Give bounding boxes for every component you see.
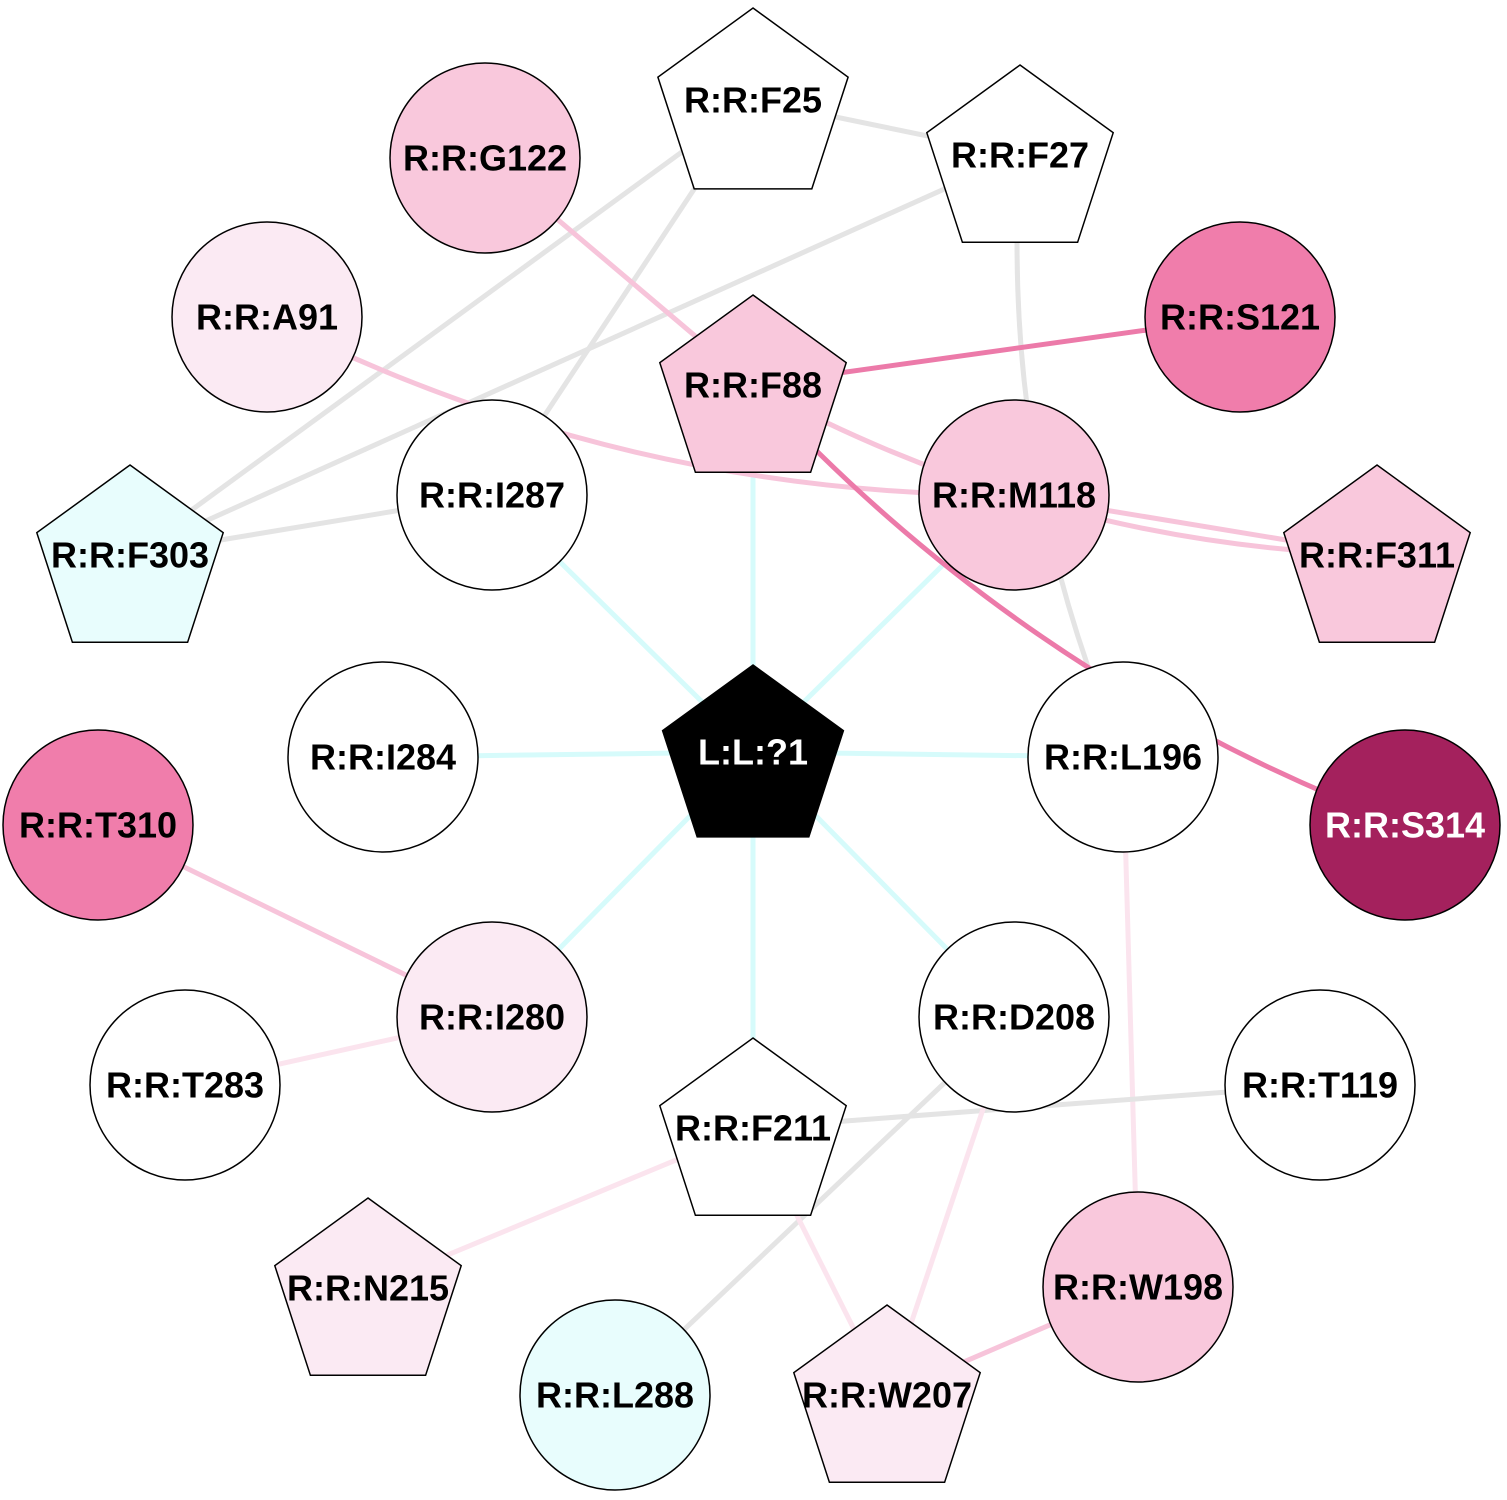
node-F27: R:R:F27 [925,64,1115,244]
node-label-F25: R:R:F25 [684,80,822,121]
node-M118: R:R:M118 [918,399,1110,591]
node-label-F27: R:R:F27 [951,135,1089,176]
node-shape-N215 [273,1197,463,1377]
node-L288: R:R:L288 [519,1299,711,1491]
node-F311: R:R:F311 [1282,464,1472,644]
edge-F25-F303 [128,97,755,558]
node-label-T310: R:R:T310 [19,805,177,846]
node-shape-F303 [35,464,225,644]
node-label-F211: R:R:F211 [675,1108,831,1149]
node-label-F311: R:R:F311 [1299,535,1455,576]
node-shape-I284 [287,661,479,853]
node-shape-G122 [389,62,581,254]
node-T119: R:R:T119 [1224,989,1416,1181]
node-shape-F25 [657,7,849,190]
node-shape-M118 [918,399,1110,591]
node-label-T283: R:R:T283 [106,1065,264,1106]
node-S121: R:R:S121 [1144,221,1336,413]
node-shape-T283 [89,989,281,1181]
node-F25: R:R:F25 [657,7,849,190]
node-A91: R:R:A91 [171,221,363,413]
node-N215: R:R:N215 [273,1197,463,1377]
node-shape-S314 [1309,729,1501,921]
node-label-I287: R:R:I287 [419,475,565,516]
node-shape-L288 [519,1299,711,1491]
node-shape-W207 [792,1304,982,1484]
node-I287: R:R:I287 [396,399,588,591]
node-label-I280: R:R:I280 [419,997,565,1038]
node-W207: R:R:W207 [792,1304,982,1484]
node-shape-T310 [2,729,194,921]
node-T310: R:R:T310 [2,729,194,921]
node-D208: R:R:D208 [918,921,1110,1113]
node-label-N215: R:R:N215 [287,1268,449,1309]
node-shape-T119 [1224,989,1416,1181]
node-label-T119: R:R:T119 [1242,1065,1398,1106]
node-shape-F311 [1282,464,1472,644]
node-shape-F88 [658,294,848,474]
node-T283: R:R:T283 [89,989,281,1181]
node-label-G122: R:R:G122 [403,138,567,179]
node-L1: L:L:?1 [661,664,845,838]
node-F303: R:R:F303 [35,464,225,644]
edge-A91-M118 [265,314,1015,498]
node-shape-L1 [661,664,845,838]
node-S314: R:R:S314 [1309,729,1501,921]
node-shape-D208 [918,921,1110,1113]
node-W198: R:R:W198 [1042,1191,1234,1383]
node-label-L1: L:L:?1 [698,732,808,773]
node-F88: R:R:F88 [658,294,848,474]
node-label-F88: R:R:F88 [684,365,822,406]
node-shape-A91 [171,221,363,413]
node-label-A91: R:R:A91 [196,297,338,338]
node-shape-F27 [925,64,1115,244]
node-label-S314: R:R:S314 [1325,805,1485,846]
node-shape-L196 [1027,661,1219,853]
node-label-W198: R:R:W198 [1053,1267,1223,1308]
edge-F27-F303 [128,152,1022,558]
node-I280: R:R:I280 [396,921,588,1113]
node-label-D208: R:R:D208 [933,997,1095,1038]
node-label-S121: R:R:S121 [1160,297,1320,338]
node-shape-W198 [1042,1191,1234,1383]
node-shape-S121 [1144,221,1336,413]
node-label-I284: R:R:I284 [310,737,456,778]
node-label-L196: R:R:L196 [1044,737,1202,778]
node-L196: R:R:L196 [1027,661,1219,853]
node-shape-I287 [396,399,588,591]
node-F211: R:R:F211 [658,1037,848,1217]
node-label-L288: R:R:L288 [536,1375,694,1416]
node-I284: R:R:I284 [287,661,479,853]
node-G122: R:R:G122 [389,62,581,254]
node-label-M118: R:R:M118 [932,475,1096,516]
node-shape-F211 [658,1037,848,1217]
node-label-F303: R:R:F303 [51,535,209,576]
edge-F88-S314 [751,383,1406,828]
node-label-W207: R:R:W207 [802,1375,972,1416]
node-shape-I280 [396,921,588,1113]
